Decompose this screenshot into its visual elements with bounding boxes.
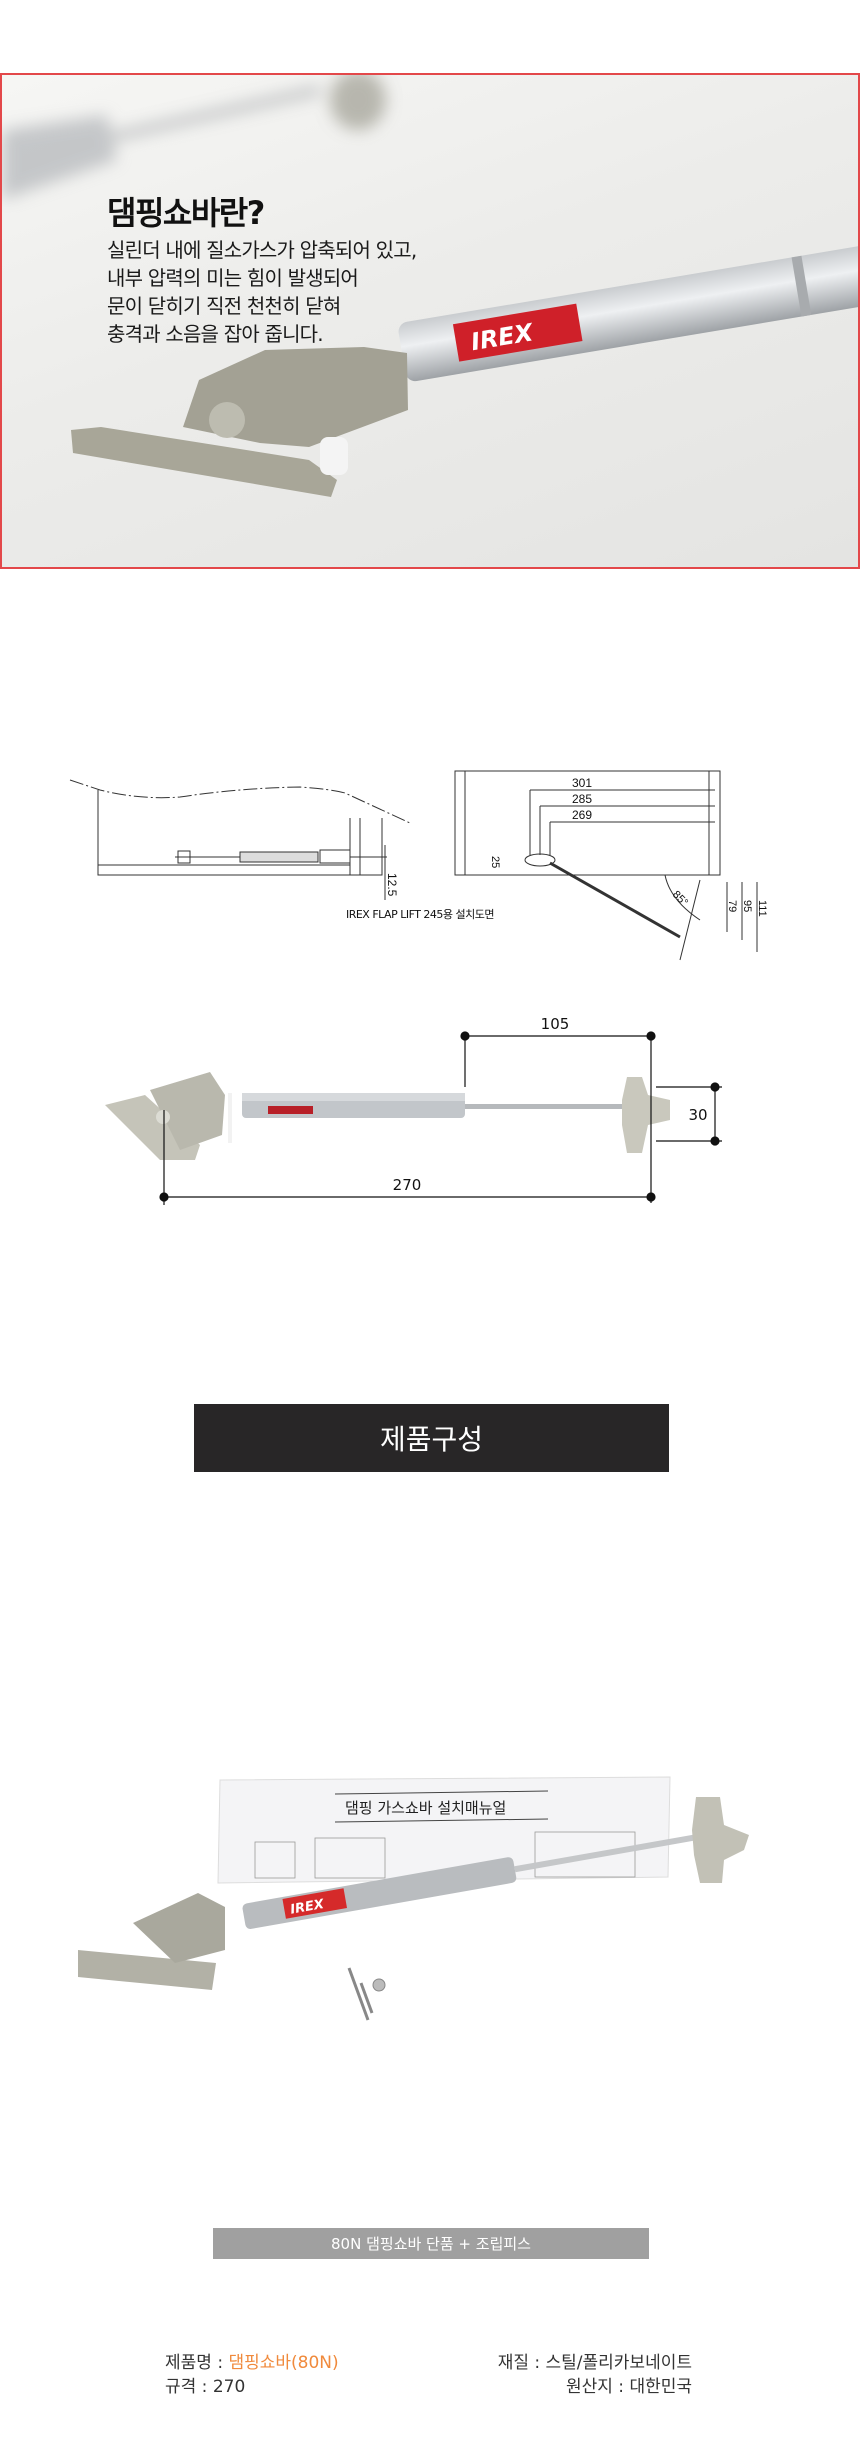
- hero-title: 댐핑쇼바란?: [107, 194, 265, 232]
- dim-length-270: 270: [393, 1176, 422, 1194]
- dim-111: 111: [756, 900, 768, 917]
- blurred-damper: [2, 75, 386, 200]
- package-photo: 댐핑 가스쇼바 설치매뉴얼 IREX: [78, 1776, 749, 2021]
- hero-line: 충격과 소음을 잡아 줍니다.: [107, 322, 324, 346]
- install-manual-sheet: [217, 1776, 671, 1884]
- cabinet-side-view: [69, 779, 411, 900]
- product-name-value: 댐핑쇼바(80N): [228, 2353, 339, 2373]
- dim-25: 25: [489, 856, 501, 868]
- screws-icon: [347, 1967, 386, 2021]
- dim-12-5: 12.5: [385, 873, 399, 897]
- spec-product-name: 제품명 : 댐핑쇼바(80N): [165, 2351, 339, 2375]
- size-drawing: 105 30 270: [105, 1015, 722, 1205]
- package-label: 80N 댐핑쇼바 단품 + 조립피스: [213, 2228, 649, 2259]
- hero-description: 실린더 내에 질소가스가 압축되어 있고, 내부 압력의 미는 힘이 발생되어 …: [107, 236, 417, 348]
- manual-title: 댐핑 가스쇼바 설치매뉴얼: [345, 1799, 506, 1817]
- hero-section: IREX 댐핑쇼바란? 실린더 내에 질소가스가 압축되어 있고, 내부 압력의…: [0, 73, 860, 569]
- dim-95: 95: [741, 900, 753, 912]
- dimension-lines: [159, 1031, 722, 1205]
- hero-line: 문이 닫히기 직전 천천히 닫혀: [107, 294, 341, 318]
- spec-size: 규격 : 270: [165, 2377, 246, 2397]
- dim-85-deg: 85°: [670, 889, 690, 909]
- dim-height-30: 30: [688, 1106, 707, 1124]
- dim-269: 269: [572, 808, 592, 822]
- hero-line: 실린더 내에 질소가스가 압축되어 있고,: [107, 238, 417, 262]
- damper-photo: IREX: [2, 75, 858, 497]
- hero-line: 내부 압력의 미는 힘이 발생되어: [107, 266, 359, 290]
- composition-banner: 제품구성: [194, 1404, 669, 1472]
- dim-79: 79: [726, 900, 738, 912]
- cabinet-front-view: [454, 770, 758, 961]
- dim-301: 301: [572, 776, 592, 790]
- install-drawing-caption: IREX FLAP LIFT 245용 설치도면: [345, 908, 495, 921]
- irex-logo: IREX: [289, 1897, 326, 1918]
- spec-right: 재질 : 스틸/폴리카보네이트 원산지 : 대한민국: [498, 2351, 692, 2399]
- spec-material: 재질 : 스틸/폴리카보네이트: [497, 2353, 692, 2373]
- damper-product-image: [105, 1072, 670, 1160]
- product-name-label: 제품명 :: [165, 2353, 229, 2373]
- spec-origin: 원산지 : 대한민국: [565, 2377, 692, 2397]
- dim-285: 285: [572, 792, 592, 806]
- install-drawing: 12.5 301 285 269 25 85° 79 95 111: [69, 770, 768, 961]
- dim-stroke-105: 105: [541, 1015, 570, 1033]
- spec-left: 제품명 : 댐핑쇼바(80N) 규격 : 270: [165, 2351, 339, 2399]
